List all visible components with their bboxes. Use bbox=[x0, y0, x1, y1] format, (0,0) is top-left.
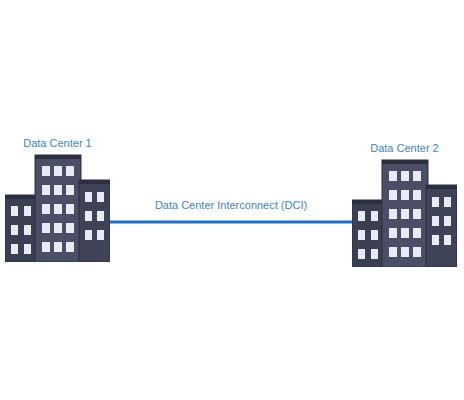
window bbox=[42, 204, 50, 214]
window bbox=[401, 228, 409, 238]
window bbox=[97, 211, 104, 221]
window bbox=[358, 249, 365, 259]
building-block bbox=[352, 200, 384, 267]
window bbox=[358, 230, 365, 240]
window bbox=[54, 204, 62, 214]
window bbox=[54, 185, 62, 195]
window bbox=[413, 228, 421, 238]
window bbox=[401, 171, 409, 181]
building-block bbox=[35, 155, 81, 262]
building-icon bbox=[352, 157, 457, 267]
window bbox=[54, 242, 62, 252]
window bbox=[85, 211, 92, 221]
window bbox=[358, 211, 365, 221]
window bbox=[413, 209, 421, 219]
window bbox=[97, 230, 104, 240]
window bbox=[389, 247, 397, 257]
window bbox=[24, 225, 31, 235]
window bbox=[413, 171, 421, 181]
window bbox=[389, 171, 397, 181]
window bbox=[371, 211, 378, 221]
window bbox=[42, 166, 50, 176]
window bbox=[444, 235, 451, 245]
window bbox=[413, 190, 421, 200]
building-roof bbox=[426, 185, 457, 189]
window bbox=[432, 235, 439, 245]
window bbox=[401, 247, 409, 257]
window bbox=[11, 225, 18, 235]
window bbox=[389, 190, 397, 200]
window bbox=[54, 166, 62, 176]
window bbox=[42, 223, 50, 233]
window bbox=[401, 209, 409, 219]
interconnect-line bbox=[110, 221, 352, 224]
building-roof bbox=[382, 160, 428, 164]
building-icon bbox=[5, 152, 110, 262]
data-center-building: Data Center 2 bbox=[352, 141, 457, 267]
window bbox=[66, 242, 74, 252]
building-block bbox=[79, 180, 110, 262]
window bbox=[97, 192, 104, 202]
window bbox=[444, 197, 451, 207]
building-roof bbox=[5, 195, 37, 199]
window bbox=[401, 190, 409, 200]
window bbox=[54, 223, 62, 233]
window bbox=[371, 249, 378, 259]
window bbox=[85, 192, 92, 202]
window bbox=[85, 230, 92, 240]
building-label: Data Center 1 bbox=[5, 136, 110, 150]
window bbox=[389, 209, 397, 219]
building-block bbox=[382, 160, 428, 267]
window bbox=[66, 223, 74, 233]
connector-label: Data Center Interconnect (DCI) bbox=[153, 198, 309, 212]
building-roof bbox=[79, 180, 110, 184]
building-roof bbox=[35, 155, 81, 159]
window bbox=[432, 197, 439, 207]
building-block bbox=[5, 195, 37, 262]
window bbox=[42, 242, 50, 252]
data-center-building: Data Center 1 bbox=[5, 136, 110, 262]
window bbox=[11, 206, 18, 216]
window bbox=[24, 206, 31, 216]
window bbox=[24, 244, 31, 254]
window bbox=[413, 247, 421, 257]
window bbox=[11, 244, 18, 254]
building-roof bbox=[352, 200, 384, 204]
window bbox=[66, 185, 74, 195]
window bbox=[444, 216, 451, 226]
building-block bbox=[426, 185, 457, 267]
window bbox=[66, 166, 74, 176]
window bbox=[432, 216, 439, 226]
building-label: Data Center 2 bbox=[352, 141, 457, 155]
window bbox=[66, 204, 74, 214]
window bbox=[371, 230, 378, 240]
window bbox=[42, 185, 50, 195]
window bbox=[389, 228, 397, 238]
